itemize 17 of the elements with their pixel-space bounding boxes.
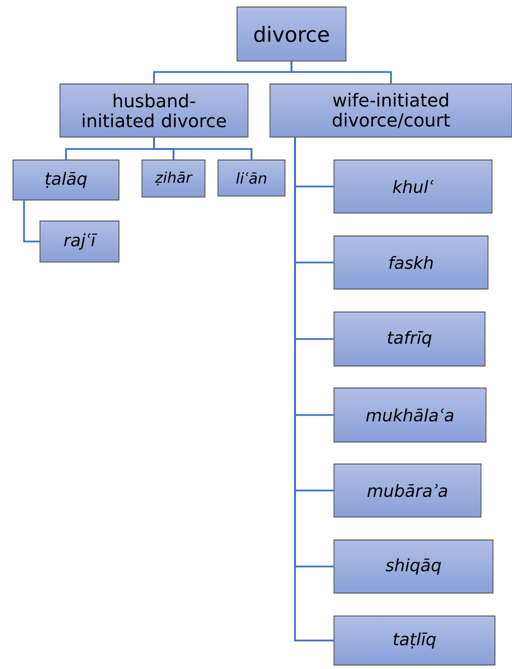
category-box: husband-initiated divorce — [60, 84, 248, 138]
term-box: taṭlīq — [334, 616, 496, 666]
term-box: ẓihār — [142, 160, 206, 198]
connector-line — [290, 61, 392, 84]
term-box: tafrīq — [334, 312, 486, 366]
term-box: ṭalāq — [12, 160, 120, 200]
term-box: rajʿī — [40, 220, 120, 262]
term-box: faskh — [334, 236, 488, 290]
term-box: shiqāq — [334, 540, 494, 594]
category-box: wife-initiated divorce/court — [270, 84, 512, 138]
term-box: mukhālaʿa — [334, 388, 486, 442]
term-box: khulʿ — [334, 160, 492, 214]
connector-line — [153, 137, 252, 160]
term-box: liʿān — [218, 160, 286, 196]
term-box: mubāraʾa — [334, 464, 482, 518]
connector-line — [23, 200, 40, 242]
category-box: divorce — [236, 6, 346, 62]
